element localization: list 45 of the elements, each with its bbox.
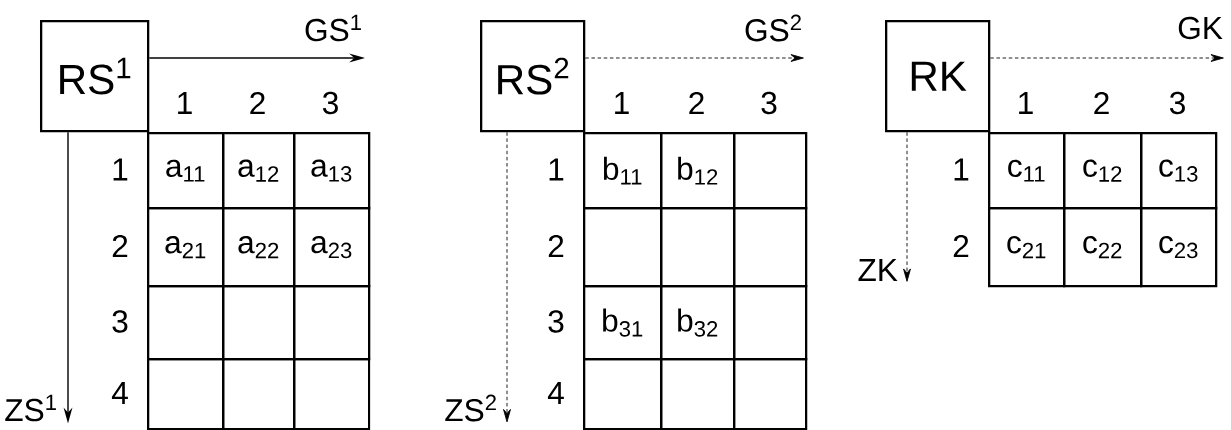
table-cell: c$_{13}$ bbox=[1140, 132, 1218, 210]
header-box: RK bbox=[885, 20, 991, 133]
axis-label: GK bbox=[1178, 16, 1223, 40]
column-number: 2 bbox=[689, 91, 704, 115]
row-number: 3 bbox=[112, 310, 128, 333]
table-cell: a$_{12}$ bbox=[222, 132, 296, 210]
row-number: 2 bbox=[953, 234, 969, 258]
table-cell: b$_{31}$ bbox=[583, 285, 663, 361]
axis-label: GS$^{1}$ bbox=[305, 14, 361, 42]
row-number: 4 bbox=[547, 382, 564, 404]
column-number: 2 bbox=[1094, 91, 1109, 115]
table-cell: a$_{11}$ bbox=[147, 132, 225, 210]
axis-label: ZK bbox=[858, 259, 898, 281]
row-number: 2 bbox=[112, 234, 128, 258]
table-cell: b$_{12}$ bbox=[660, 132, 736, 210]
table-cell: c$_{12}$ bbox=[1063, 132, 1143, 210]
row-number: 2 bbox=[548, 234, 564, 258]
table-cell: a$_{22}$ bbox=[222, 207, 296, 288]
table-cell: b$_{32}$ bbox=[660, 285, 736, 361]
column-number: 2 bbox=[250, 91, 265, 115]
header-box: RS$^{2}$ bbox=[480, 20, 586, 133]
column-number: 1 bbox=[178, 92, 192, 114]
arrow bbox=[584, 54, 804, 62]
column-number: 3 bbox=[761, 91, 777, 115]
column-number: 3 bbox=[322, 91, 338, 115]
table-cell: c$_{11}$ bbox=[988, 132, 1066, 210]
arrow bbox=[989, 54, 1224, 62]
column-number: 1 bbox=[615, 92, 629, 114]
table-cell: c$_{21}$ bbox=[988, 207, 1066, 288]
column-number: 1 bbox=[1019, 92, 1033, 114]
axis-label: ZS$^{2}$ bbox=[445, 394, 496, 422]
axis-label: GS$^{2}$ bbox=[745, 14, 801, 42]
table-cell: c$_{23}$ bbox=[1140, 207, 1218, 288]
arrow bbox=[503, 131, 511, 423]
axis-label: ZS$^{1}$ bbox=[5, 394, 56, 422]
table-cell: a$_{23}$ bbox=[293, 207, 371, 288]
table-cell: a$_{21}$ bbox=[147, 207, 225, 288]
column-number: 3 bbox=[1169, 91, 1185, 115]
table-cell: a$_{13}$ bbox=[293, 132, 371, 210]
table-cell: c$_{22}$ bbox=[1063, 207, 1143, 288]
row-number: 3 bbox=[548, 310, 564, 333]
header-box: RS$^{1}$ bbox=[40, 20, 150, 133]
arrow bbox=[903, 131, 911, 282]
table-cell: b$_{11}$ bbox=[583, 132, 663, 210]
row-number: 4 bbox=[111, 382, 128, 404]
